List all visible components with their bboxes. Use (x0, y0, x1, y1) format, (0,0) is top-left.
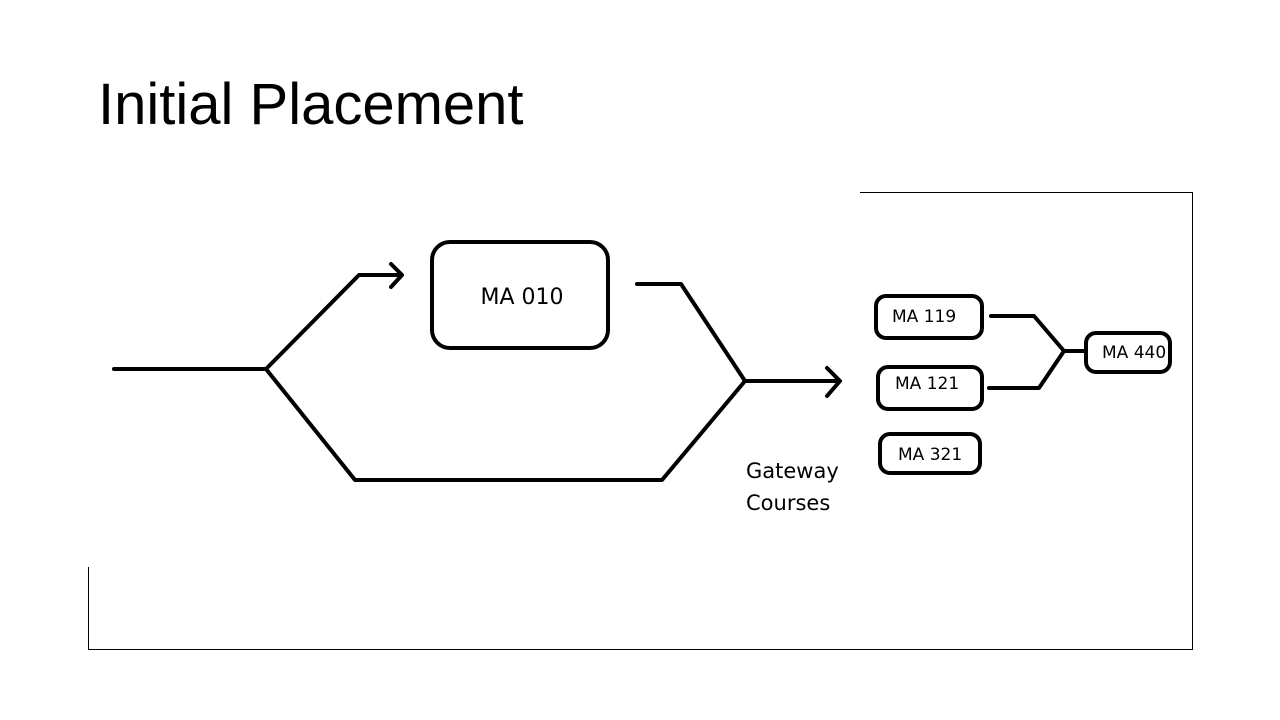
ma-121-label: MA 121 (895, 374, 959, 394)
upper-branch-line (264, 273, 402, 371)
lower-branch-line (264, 367, 747, 482)
ma-121-box (876, 365, 984, 411)
ma-440-label: MA 440 (1102, 343, 1166, 363)
ma-119-connector (989, 314, 1066, 353)
gateway-label-line1: Gateway (746, 459, 839, 483)
gateway-arrowhead (825, 366, 842, 398)
ma-119-box (874, 294, 984, 340)
ma-121-connector (987, 349, 1066, 390)
ma-440-box (1084, 331, 1172, 374)
remedial-exit-line (635, 282, 747, 383)
ma-321-box (878, 432, 982, 475)
slide-title: Initial Placement (98, 72, 524, 137)
ma-010-box (430, 240, 610, 350)
upper-branch-arrowhead (389, 262, 404, 289)
ma-119-label: MA 119 (892, 307, 956, 327)
slide-frame (88, 192, 1193, 650)
gateway-label-line2: Courses (746, 491, 830, 515)
ma-321-label: MA 321 (898, 445, 962, 465)
ma-010-label: MA 010 (480, 285, 563, 310)
